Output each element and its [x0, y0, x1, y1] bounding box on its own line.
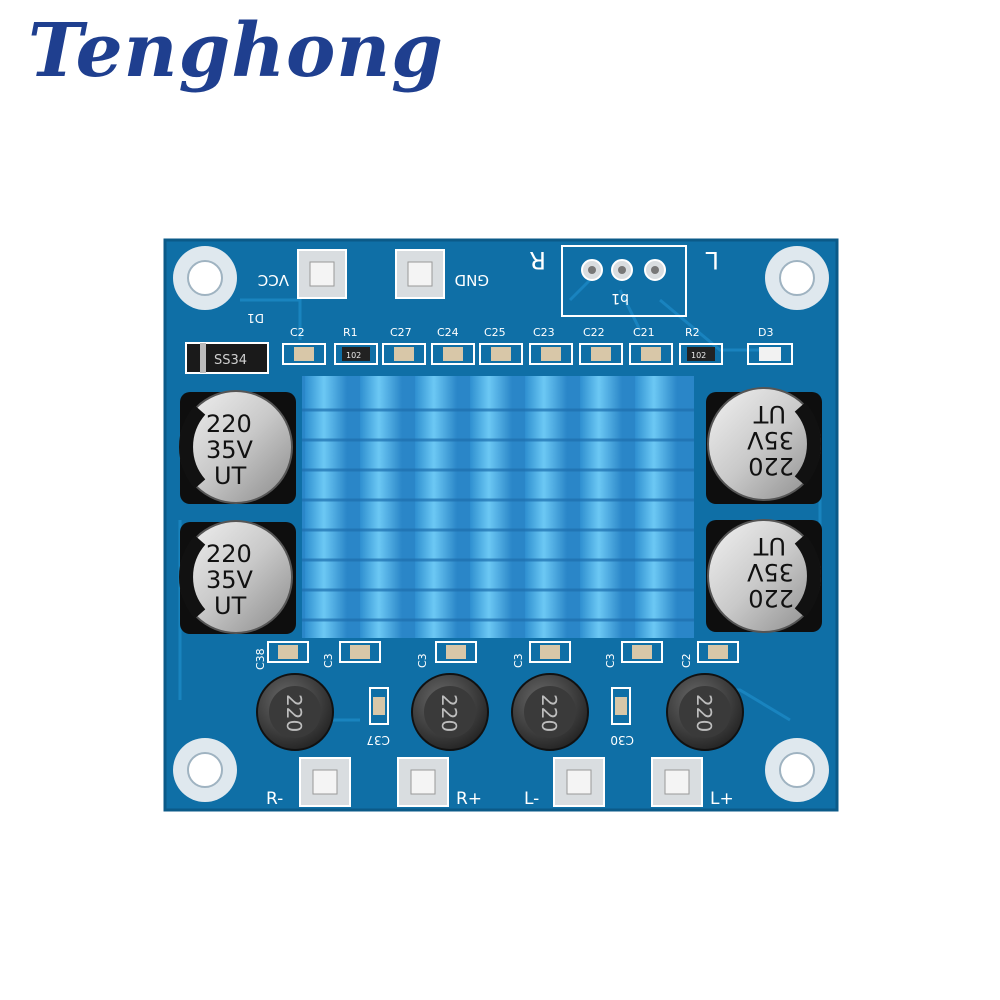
- pad-vcc: [297, 249, 347, 299]
- svg-text:220: 220: [748, 452, 794, 480]
- svg-text:220: 220: [282, 694, 306, 732]
- brand-logo-text: Tenghong: [28, 8, 444, 94]
- capacitor-top-left: 220 35V UT: [179, 390, 296, 504]
- input-pins: [581, 259, 666, 281]
- smd-c21: [629, 343, 673, 365]
- mounting-hole: [173, 738, 237, 802]
- inductor-3: 220: [511, 673, 589, 751]
- diode-marking: SS34: [214, 353, 247, 368]
- svg-text:UT: UT: [753, 532, 786, 560]
- label-pot: b1: [611, 290, 629, 306]
- smd-c27: [382, 343, 426, 365]
- label-gnd: GND: [455, 271, 489, 289]
- svg-text:220: 220: [206, 540, 252, 568]
- svg-text:220: 220: [692, 694, 716, 732]
- diode-d1: [185, 342, 269, 374]
- pad-l-plus: [651, 757, 703, 807]
- svg-text:220: 220: [437, 694, 461, 732]
- label-c22: C22: [583, 326, 605, 339]
- label-c27: C27: [390, 326, 412, 339]
- label-c23: C23: [533, 326, 555, 339]
- label-c37: C37: [366, 733, 390, 747]
- svg-text:35V: 35V: [206, 566, 254, 594]
- smd-r1: 102: [334, 343, 378, 365]
- label-d3: D3: [758, 326, 773, 339]
- capacitor-top-right: 220 35V UT: [706, 387, 822, 504]
- label-r2: R2: [685, 326, 700, 339]
- inductor-4: 220: [666, 673, 744, 751]
- input-connector-outline: [561, 245, 687, 317]
- led-d3: [747, 343, 793, 365]
- smd-c30: [611, 687, 631, 725]
- label-c2: C2: [290, 326, 305, 339]
- label-l-plus: L+: [710, 789, 734, 809]
- smd-c24: [431, 343, 475, 365]
- label-c21: C21: [633, 326, 655, 339]
- svg-text:35V: 35V: [746, 426, 794, 454]
- svg-text:UT: UT: [214, 592, 247, 620]
- label-vcc: VCC: [258, 271, 289, 289]
- pad-l-minus: [553, 757, 605, 807]
- pad-gnd: [395, 249, 445, 299]
- svg-text:C2: C2: [680, 653, 693, 668]
- label-channel-l: L: [705, 246, 719, 274]
- label-c24: C24: [437, 326, 459, 339]
- svg-text:102: 102: [346, 351, 361, 360]
- pad-r-minus: [299, 757, 351, 807]
- svg-text:220: 220: [748, 584, 794, 612]
- label-channel-r: R: [529, 246, 546, 274]
- smd-c23: [529, 343, 573, 365]
- mounting-hole: [765, 246, 829, 310]
- label-r-plus: R+: [456, 789, 482, 809]
- inductor-2: 220: [411, 673, 489, 751]
- heatsink: [302, 376, 694, 638]
- top-component-labels: C2 R1 C27 C24 C25 C23 C22 C21 R2 D3: [290, 326, 773, 339]
- label-r-minus: R-: [266, 789, 283, 809]
- inductor-1: 220: [256, 673, 334, 751]
- svg-text:UT: UT: [214, 462, 247, 490]
- label-c30: C30: [610, 733, 634, 747]
- svg-text:C3: C3: [416, 653, 429, 668]
- svg-text:35V: 35V: [746, 558, 794, 586]
- svg-text:C3: C3: [322, 653, 335, 668]
- smd-row-top: 102 102: [282, 343, 793, 365]
- smd-r2: 102: [679, 343, 723, 365]
- svg-text:102: 102: [691, 351, 706, 360]
- svg-text:C3: C3: [604, 653, 617, 668]
- smd-c2: [282, 343, 326, 365]
- smd-c25: [479, 343, 523, 365]
- pad-r-plus: [397, 757, 449, 807]
- svg-text:220: 220: [206, 410, 252, 438]
- label-d1: D1: [247, 311, 264, 325]
- smd-c37: [369, 687, 389, 725]
- smd-c22: [579, 343, 623, 365]
- svg-text:220: 220: [537, 694, 561, 732]
- mounting-hole: [173, 246, 237, 310]
- mounting-hole: [765, 738, 829, 802]
- label-c38: C38: [254, 648, 267, 670]
- svg-text:35V: 35V: [206, 436, 254, 464]
- label-r1: R1: [343, 326, 358, 339]
- svg-text:C3: C3: [512, 653, 525, 668]
- mounting-holes: [173, 246, 829, 802]
- smd-row-bottom: C38 C3 C3 C3 C3 C2: [254, 641, 739, 670]
- label-c25: C25: [484, 326, 506, 339]
- label-l-minus: L-: [524, 789, 539, 809]
- capacitor-bottom-right: 220 35V UT: [706, 519, 822, 633]
- capacitor-bottom-left: 220 35V UT: [179, 520, 296, 634]
- svg-text:UT: UT: [753, 400, 786, 428]
